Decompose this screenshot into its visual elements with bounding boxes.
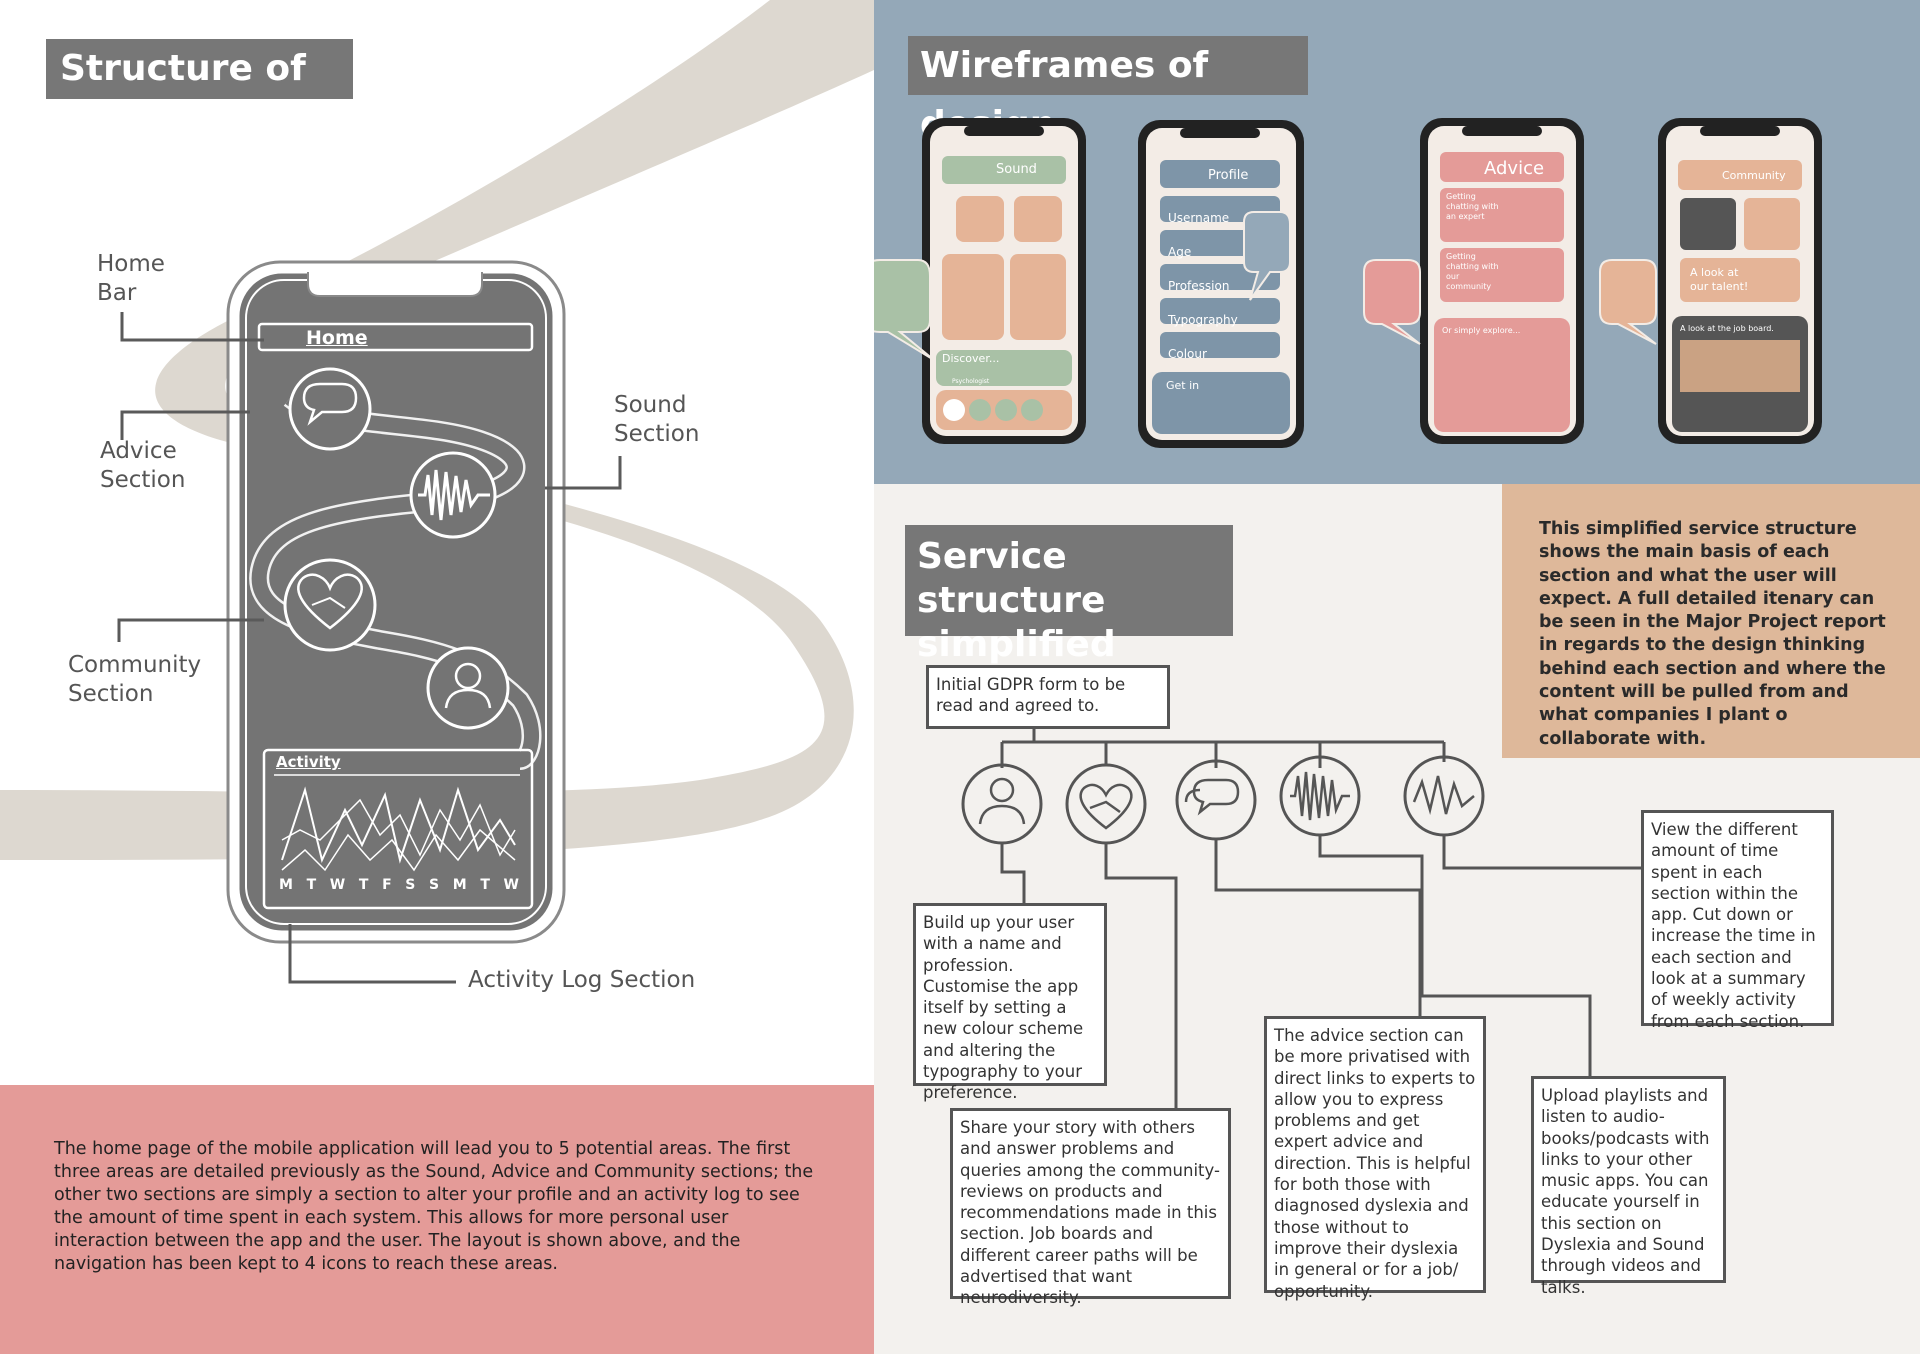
sound-service-box: Upload playlists and listen to audio-boo… bbox=[1531, 1076, 1726, 1297]
wireframe-profile bbox=[1138, 120, 1304, 448]
wf-profile-footer: Get in bbox=[1166, 379, 1200, 392]
day-label: F bbox=[382, 877, 392, 893]
community-callout: Community Section bbox=[68, 651, 201, 709]
profile-service-box: Build up your user with a name and profe… bbox=[913, 903, 1107, 1102]
wireframes-title: Wireframes of design bbox=[908, 36, 1308, 145]
service-flow-diagram bbox=[961, 728, 1642, 1108]
wf-field: Username bbox=[1168, 211, 1230, 225]
day-label: W bbox=[503, 877, 519, 893]
wf-field: Colour bbox=[1168, 347, 1207, 361]
wf-field: Typography bbox=[1168, 313, 1238, 327]
day-label: S bbox=[405, 877, 416, 893]
wf-advice-card1: Getting chatting with an expert bbox=[1446, 192, 1499, 221]
wf-advice-explore: Or simply explore... bbox=[1442, 326, 1521, 335]
wf-profile-header: Profile bbox=[1208, 168, 1249, 183]
swoosh-decoration bbox=[0, 0, 874, 860]
day-label: T bbox=[480, 877, 490, 893]
wf-community-jobboard: A look at the job board. bbox=[1680, 324, 1774, 333]
day-label: T bbox=[358, 877, 369, 893]
activity-service-box: View the different amount of time spent … bbox=[1641, 810, 1834, 1031]
community-service-box: Share your story with others and answer … bbox=[950, 1108, 1231, 1307]
callout-line: Section bbox=[614, 421, 700, 447]
wireframe-community bbox=[1599, 118, 1822, 444]
advice-service-box: The advice section can be more privatise… bbox=[1264, 1016, 1486, 1301]
service-title: Service structure simplified bbox=[905, 525, 1233, 665]
wf-sound-sub: Psychologist bbox=[952, 378, 990, 385]
advice-callout: Advice Section bbox=[100, 437, 185, 495]
wf-profile-fields: Username Age Profession Typography Colou… bbox=[1168, 201, 1238, 371]
pink-footer-band bbox=[0, 1085, 874, 1354]
app-structure-diagram bbox=[117, 260, 622, 984]
callout-line: Section bbox=[100, 467, 186, 493]
phone-home-label: Home bbox=[306, 327, 368, 349]
structure-title: Structure of app bbox=[46, 39, 353, 149]
home-page-description: The home page of the mobile application … bbox=[54, 1139, 814, 1274]
wireframe-advice bbox=[1363, 118, 1584, 444]
day-label: M bbox=[452, 877, 467, 893]
day-label: W bbox=[329, 877, 346, 893]
wf-sound-discover: Discover... bbox=[942, 352, 1000, 365]
callout-line: Section bbox=[68, 681, 154, 707]
wf-sound-header: Sound bbox=[996, 162, 1037, 177]
wireframe-phones bbox=[874, 118, 1822, 448]
callout-line: Bar bbox=[97, 280, 137, 306]
wf-field: Profession bbox=[1168, 279, 1230, 293]
wf-community-talent: A look at our talent! bbox=[1690, 266, 1749, 293]
day-label: M bbox=[279, 877, 293, 893]
callout-line: Community bbox=[68, 652, 202, 678]
wf-advice-header: Advice bbox=[1484, 158, 1545, 179]
gdpr-box: Initial GDPR form to be read and agreed … bbox=[926, 665, 1170, 729]
day-label: T bbox=[306, 877, 317, 893]
wf-community-header: Community bbox=[1722, 169, 1786, 182]
day-label: S bbox=[429, 877, 440, 893]
callout-line: Home bbox=[97, 251, 165, 277]
sound-callout: Sound Section bbox=[614, 391, 699, 449]
service-intro-text: This simplified service structure shows … bbox=[1539, 519, 1886, 749]
wireframe-sound bbox=[874, 118, 1086, 444]
activity-days: M T W T F S S M T W bbox=[279, 877, 519, 893]
wf-advice-card2: Getting chatting with our community bbox=[1446, 252, 1499, 291]
callout-line: Sound bbox=[614, 392, 687, 418]
advice-icon bbox=[288, 367, 372, 451]
callout-line: Advice bbox=[100, 438, 177, 464]
home-bar-callout: Home Bar bbox=[97, 250, 165, 308]
intro-box bbox=[1502, 484, 1920, 758]
wf-field: Age bbox=[1168, 245, 1192, 259]
activity-log-callout: Activity Log Section bbox=[468, 967, 696, 993]
community-handshake-icon bbox=[283, 558, 377, 652]
phone-activity-label: Activity bbox=[276, 753, 341, 771]
